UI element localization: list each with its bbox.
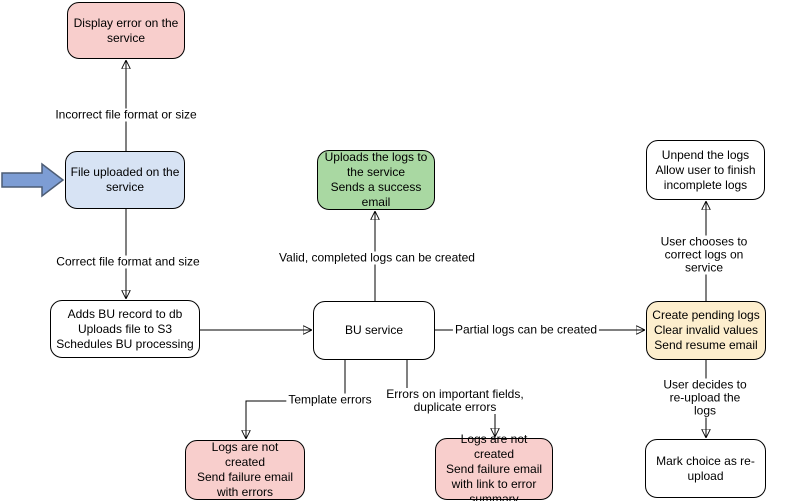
node-adds-bu-record: Adds BU record to db Uploads file to S3 … <box>50 300 200 358</box>
node-unpend-logs-label: Unpend the logs Allow user to finish inc… <box>655 147 756 192</box>
node-create-pending-logs: Create pending logs Clear invalid values… <box>646 301 766 360</box>
edge-label-template-errors: Template errors <box>286 392 374 407</box>
node-file-uploaded: File uploaded on the service <box>65 151 185 209</box>
node-file-uploaded-label: File uploaded on the service <box>70 165 180 194</box>
edge-label-incorrect-format: Incorrect file format or size <box>53 107 199 122</box>
input-arrow-icon <box>1 162 65 198</box>
edge-label-partial-logs: Partial logs can be created <box>452 322 600 337</box>
node-create-pending-logs-label: Create pending logs Clear invalid values… <box>652 308 760 352</box>
node-mark-choice-reupload: Mark choice as re- upload <box>645 439 766 498</box>
node-logs-not-created-errors-label: Logs are not created Send failure email … <box>196 440 294 499</box>
node-display-error-label: Display error on the service <box>73 15 179 45</box>
node-display-error: Display error on the service <box>67 2 185 59</box>
node-logs-not-created-errors: Logs are not created Send failure email … <box>185 440 305 500</box>
edge-label-correct-format: Correct file format and size <box>54 254 202 269</box>
edge-label-reupload: User decides to re-upload the logs <box>657 378 753 418</box>
node-logs-not-created-summary: Logs are not created Send failure email … <box>435 432 553 501</box>
edge-label-correct-on-service: User chooses to correct logs on service <box>655 235 753 275</box>
node-logs-not-created-summary-label: Logs are not created Send failure email … <box>445 431 543 501</box>
edge-label-important-fields: Errors on important fields, duplicate er… <box>384 387 526 414</box>
node-uploads-logs-success: Uploads the logs to the service Sends a … <box>317 150 435 210</box>
node-bu-service: BU service <box>313 301 435 360</box>
node-mark-choice-reupload-label: Mark choice as re- upload <box>656 453 755 483</box>
node-unpend-logs: Unpend the logs Allow user to finish inc… <box>646 140 765 200</box>
node-uploads-logs-success-label: Uploads the logs to the service Sends a … <box>324 150 428 209</box>
edge-label-valid-completed: Valid, completed logs can be created <box>277 250 477 265</box>
node-bu-service-label: BU service <box>344 323 403 337</box>
node-adds-bu-record-label: Adds BU record to db Uploads file to S3 … <box>56 306 194 351</box>
